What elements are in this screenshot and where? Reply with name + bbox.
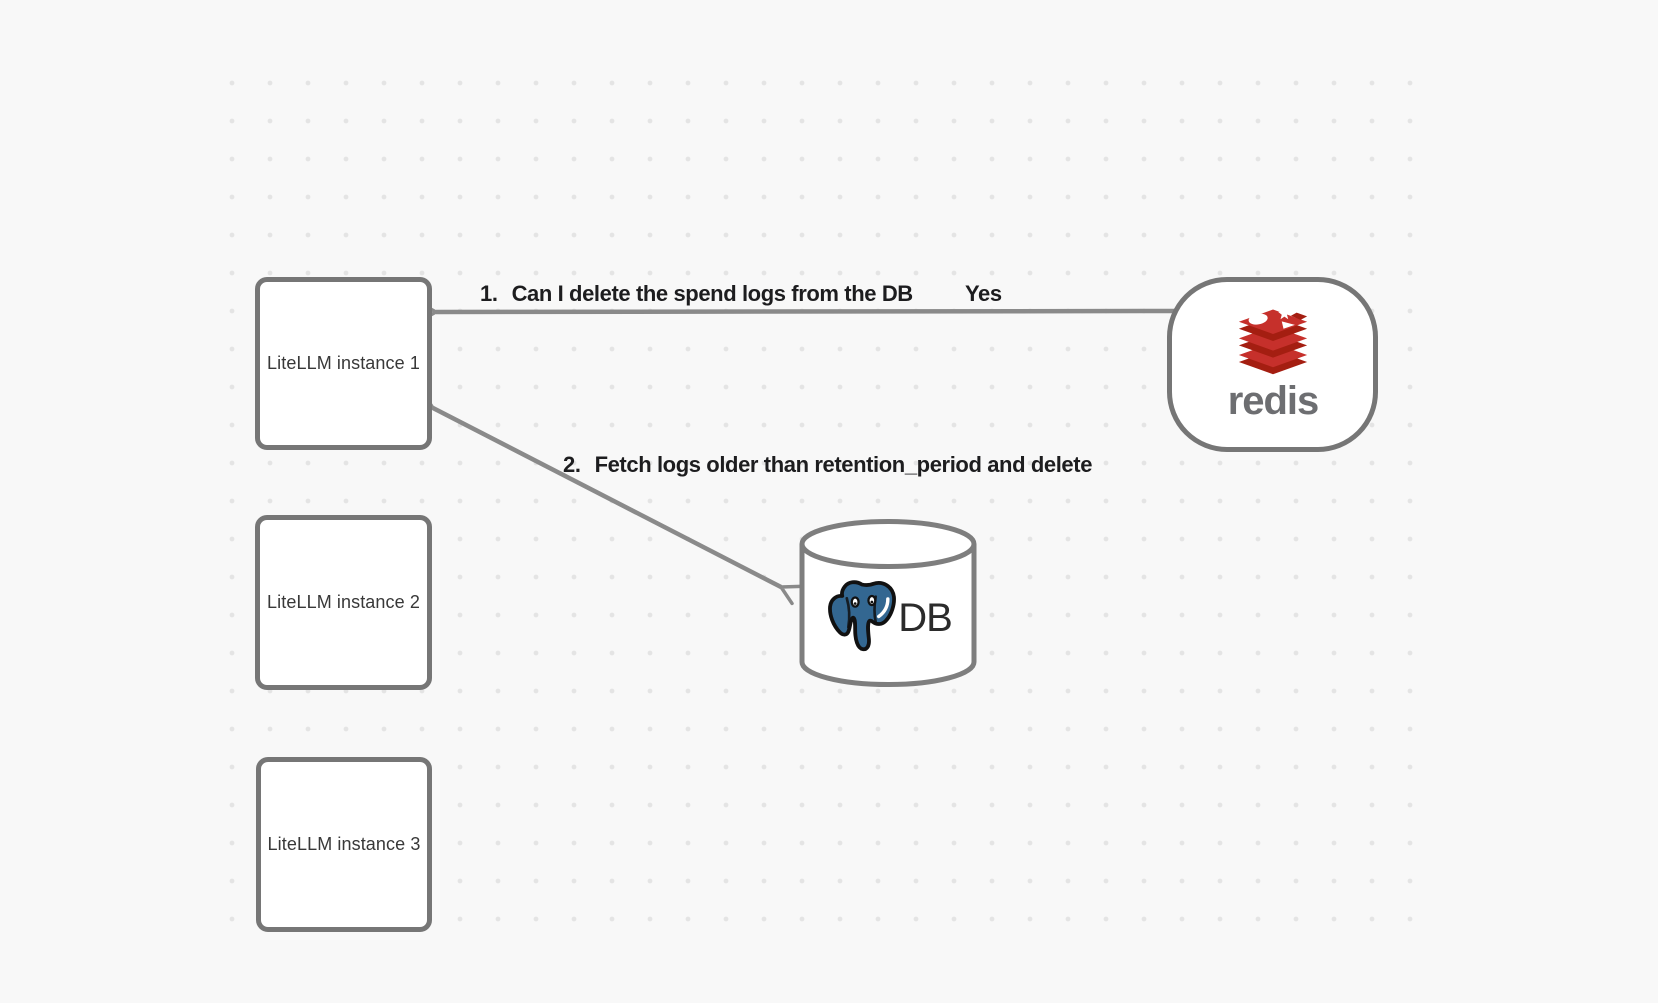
arrow-litellm-db[interactable]	[411, 389, 803, 606]
redis-node[interactable]: redis	[1167, 277, 1378, 452]
edge-2-number: 2.	[563, 452, 581, 477]
redis-logo-icon	[1238, 306, 1307, 374]
litellm-instance-3-node[interactable]: LiteLLM instance 3	[256, 757, 432, 932]
litellm-instance-2-node[interactable]: LiteLLM instance 2	[255, 515, 432, 690]
litellm-instance-1-label: LiteLLM instance 1	[267, 353, 420, 373]
edge-1-reply: Yes	[965, 281, 1002, 306]
redis-wordmark: redis	[1227, 379, 1318, 423]
db-node-content: DB	[809, 576, 967, 660]
edge-label-redis-query: 1. Can I delete the spend logs from the …	[480, 281, 913, 307]
edge-1-text: Can I delete the spend logs from the DB	[511, 281, 914, 306]
postgresql-elephant-icon	[828, 580, 897, 652]
arrow-litellm-redis[interactable]	[416, 299, 1196, 324]
edge-2-text: Fetch logs older than retention_period a…	[594, 452, 1093, 477]
litellm-instance-1-node[interactable]: LiteLLM instance 1	[255, 277, 432, 450]
litellm-instance-3-label: LiteLLM instance 3	[267, 834, 421, 854]
database-cylinder-icon	[799, 519, 977, 687]
db-node-label: DB	[898, 595, 953, 640]
edge-label-db-fetch: 2. Fetch logs older than retention_perio…	[563, 452, 1092, 478]
redis-wordmark-graphic: redis	[1227, 379, 1319, 423]
edge-1-number: 1.	[480, 281, 498, 306]
db-node[interactable]: DB	[799, 518, 977, 688]
litellm-instance-2-label: LiteLLM instance 2	[267, 592, 420, 612]
